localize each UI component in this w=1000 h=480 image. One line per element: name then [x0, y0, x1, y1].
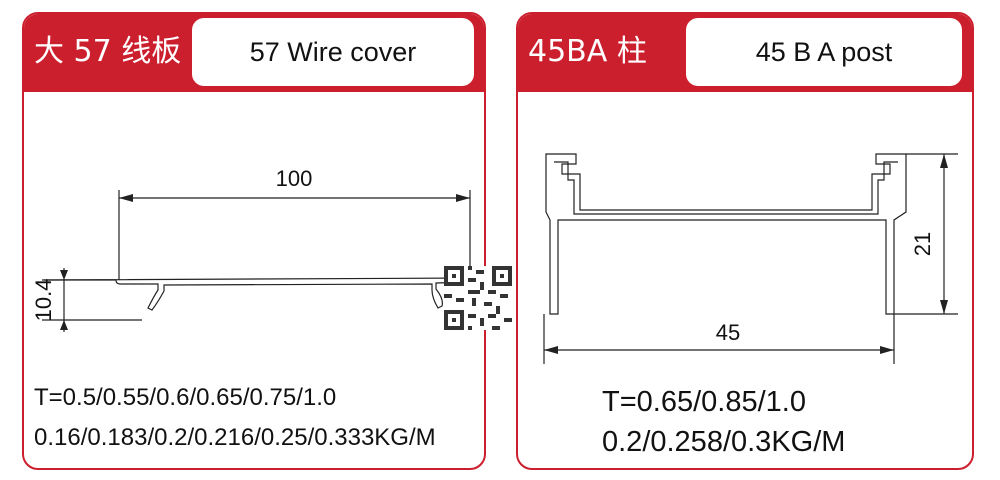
wire-cover-profile: [43, 277, 471, 311]
arrow-head: [940, 300, 948, 314]
dim-label-height: 10.4: [31, 279, 56, 322]
post-drawing: 21 45: [543, 153, 958, 364]
card-title: 57 Wire cover: [192, 18, 474, 86]
profile-card-wire-cover: 大 57 线板 57 Wire cover 100 10.4 T=0.5/0.5…: [22, 12, 486, 470]
dim-label-width: 45: [716, 320, 740, 345]
arrow-head: [940, 154, 948, 168]
profile-card-post: 45BA 柱 45 B A post 21 45 T=0.65/0.85/1.0…: [516, 12, 974, 470]
thickness-spec: T=0.5/0.55/0.6/0.65/0.75/1.0: [34, 384, 337, 411]
card-tag: 45BA 柱: [528, 34, 647, 69]
dim-label-width: 100: [276, 166, 313, 191]
post-profile-outer: [545, 153, 907, 315]
weight-spec: 0.16/0.183/0.2/0.216/0.25/0.333KG/M: [34, 424, 436, 451]
card-header: 45BA 柱 45 B A post: [518, 14, 972, 92]
arrow-head: [544, 346, 558, 354]
arrow-head: [456, 194, 470, 202]
card-tag: 大 57 线板: [34, 34, 182, 69]
weight-spec: 0.2/0.258/0.3KG/M: [602, 426, 846, 458]
thickness-spec: T=0.65/0.85/1.0: [602, 386, 806, 418]
arrow-head: [119, 194, 133, 202]
qr-code-watermark-icon: [444, 266, 512, 330]
dim-label-height: 21: [910, 232, 935, 256]
post-profile-inner: [554, 161, 898, 215]
card-title: 45 B A post: [686, 18, 962, 86]
arrow-head: [60, 270, 68, 280]
card-header: 大 57 线板 57 Wire cover: [24, 14, 484, 92]
wire-cover-drawing: 100 10.4: [31, 166, 471, 332]
arrow-head: [880, 346, 894, 354]
arrow-head: [60, 320, 68, 330]
